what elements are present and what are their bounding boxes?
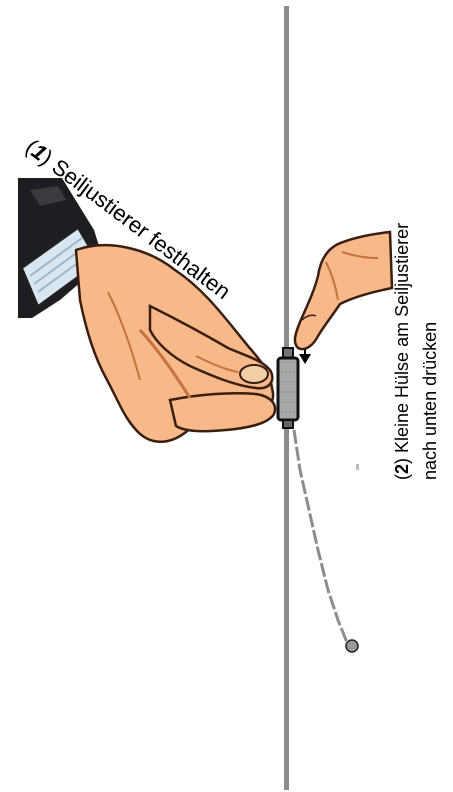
right-hand-icon: [293, 230, 394, 351]
svg-text:(2) Kleine Hülse am Seiljust: (2) Kleine Hülse am Seiljustierer: [392, 223, 412, 480]
step2-number: 2: [392, 464, 412, 474]
loose-rope-end: [292, 429, 354, 648]
rope-adjuster-icon: [276, 347, 300, 429]
step2-line1: ) Kleine Hülse am Seiljustierer: [392, 223, 412, 464]
small-mark: [356, 464, 359, 470]
left-hand-icon: [18, 178, 277, 443]
step2-open-paren: (: [392, 474, 412, 480]
rope-end-ball-icon: [345, 639, 359, 653]
step2-label: (2) Kleine Hülse am Seiljustierer nach u…: [392, 223, 440, 480]
step2-line2: nach unten drücken: [420, 322, 440, 480]
